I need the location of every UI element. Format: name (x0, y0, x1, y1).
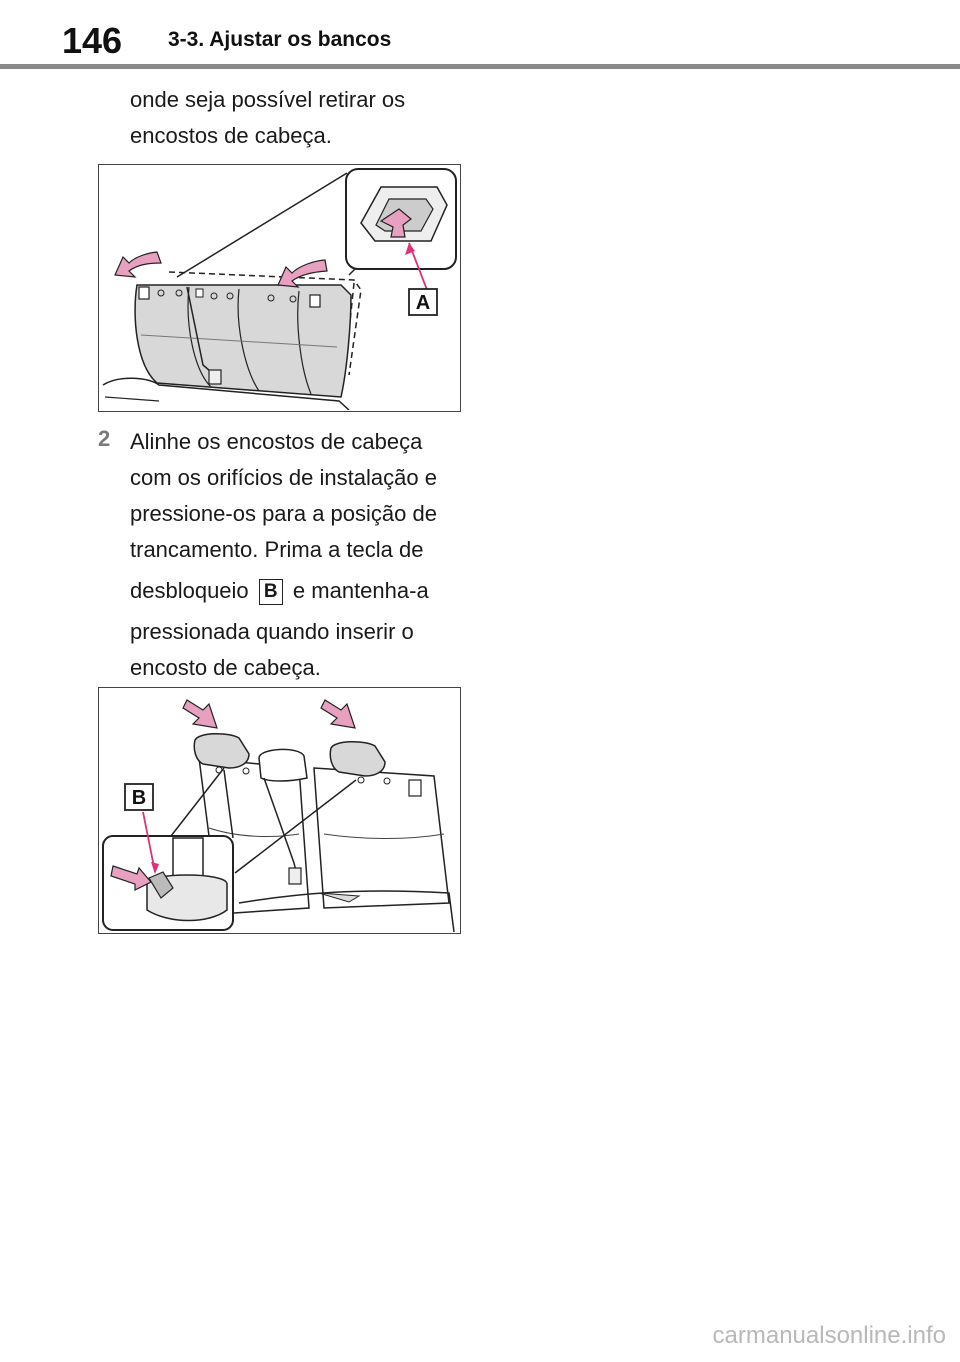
intro-line: encostos de cabeça. (130, 123, 332, 148)
callout-label-b-box (124, 783, 154, 811)
inline-suffix: e mantenha-a (292, 578, 429, 603)
step-line: com os orifícios de instalação e (130, 465, 437, 490)
step-number: 2 (98, 426, 111, 451)
headrest-illustration: B (102, 699, 455, 932)
step-line: trancamento. Prima a tecla de (130, 537, 424, 562)
intro-line: onde seja possível retirar os (130, 87, 406, 112)
step-2-paragraph: Alinhe os encostos de cabeça com os orif… (130, 424, 470, 686)
header-rule (0, 64, 960, 69)
push-arrow-right (320, 699, 356, 729)
step-line: pressionada quando inserir o (130, 619, 414, 644)
fold-arrow-left (114, 251, 162, 278)
inline-prefix: desbloqueio (130, 578, 249, 603)
watermark: carmanualsonline.info (712, 1322, 946, 1349)
callout-label-b: B (132, 787, 146, 809)
seatback-illustration: A (102, 168, 457, 410)
figure-fold-seatback: A (98, 164, 461, 412)
step-line: encosto de cabeça. (130, 655, 321, 680)
fold-arrow-right (277, 259, 328, 288)
page-header: 146 3-3. Ajustar os bancos (0, 0, 960, 70)
page-number: 146 (62, 20, 123, 61)
press-arrow (110, 865, 152, 891)
callout-label-a-box (408, 288, 438, 316)
step-line: Alinhe os encostos de cabeça (130, 429, 423, 454)
headrest-right (329, 741, 386, 777)
figure-insert-headrest: B (98, 687, 461, 934)
step-line-with-key: desbloqueio B e mantenha-a (130, 573, 470, 609)
push-arrow-left (182, 699, 218, 729)
lever-pull-arrow (379, 208, 412, 238)
step-line: pressione-os para a posição de (130, 501, 437, 526)
callout-label-a: A (416, 292, 430, 314)
intro-paragraph: onde seja possível retirar os encostos d… (130, 82, 470, 154)
headrest-left (193, 733, 250, 769)
section-title: 3-3. Ajustar os bancos (168, 28, 392, 51)
key-b-label: B (258, 579, 283, 606)
